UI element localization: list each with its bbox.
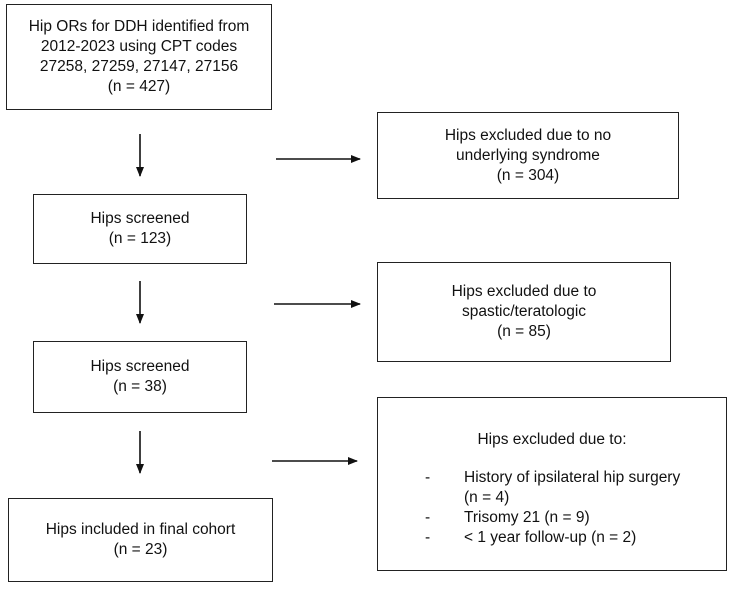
reason-2-text: Trisomy 21 (n = 9): [464, 509, 590, 526]
screened-1-label: Hips screened: [90, 210, 190, 227]
identified-count: (n = 427): [107, 78, 171, 95]
reason-2-dash: -: [425, 509, 431, 526]
identified-line-2: 2012-2023 using CPT codes: [40, 38, 238, 55]
reason-1-dash: -: [425, 469, 431, 486]
reason-1-text: History of ipsilateral hip surgery: [464, 469, 681, 486]
identified-line-1: Hip ORs for DDH identified from: [28, 18, 250, 35]
screened-2-box: Hips screened (n = 38): [33, 341, 247, 413]
excluded-2-count: (n = 85): [497, 323, 551, 340]
identified-box: Hip ORs for DDH identified from 2012-202…: [6, 4, 272, 110]
identified-line-3: 27258, 27259, 27147, 27156: [39, 58, 239, 75]
reason-1-count: (n = 4): [464, 489, 510, 506]
excluded-1-line-2: underlying syndrome: [456, 146, 600, 164]
excluded-1-line-1: Hips excluded due to no: [444, 126, 612, 144]
excluded-reasons-box: Hips excluded due to: - History of ipsil…: [377, 397, 727, 571]
final-cohort-count: (n = 23): [113, 541, 168, 558]
screened-1-box: Hips screened (n = 123): [33, 194, 247, 264]
excluded-spastic-box: Hips excluded due to spastic/teratologic…: [377, 262, 671, 362]
screened-2-label: Hips screened: [90, 358, 190, 375]
screened-2-count: (n = 38): [113, 378, 167, 395]
excluded-3-title: Hips excluded due to:: [477, 431, 627, 448]
screened-1-count: (n = 123): [108, 230, 172, 247]
reason-3-dash: -: [425, 529, 431, 546]
excluded-no-syndrome-box: Hips excluded due to no underlying syndr…: [377, 112, 679, 199]
reason-3-text: < 1 year follow-up (n = 2): [464, 529, 637, 546]
final-cohort-label: Hips included in final cohort: [45, 521, 236, 538]
excluded-2-line-1: Hips excluded due to: [451, 283, 597, 300]
final-cohort-box: Hips included in final cohort (n = 23): [8, 498, 273, 582]
excluded-1-count: (n = 304): [496, 166, 560, 184]
excluded-2-line-2: spastic/teratologic: [461, 303, 587, 320]
